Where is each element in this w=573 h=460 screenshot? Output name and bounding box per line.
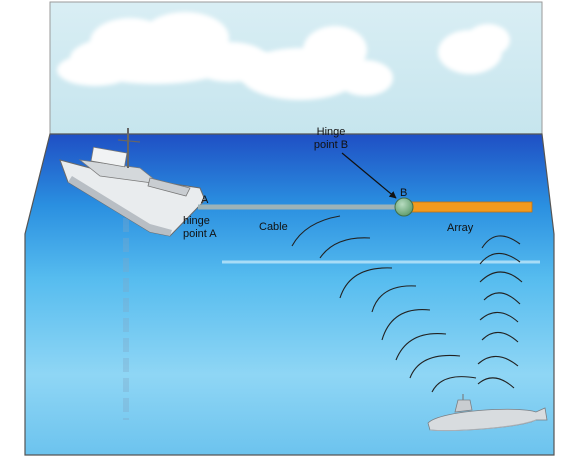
submarine-icon	[427, 394, 548, 432]
cable-label: Cable	[259, 221, 288, 233]
cloud-icon	[240, 26, 393, 100]
sonar-wave-icon	[339, 267, 393, 299]
sonar-wave-icon	[479, 252, 521, 265]
sonar-wave-icon	[481, 235, 521, 249]
hinge-point-b-icon	[394, 197, 414, 217]
sonar-wave-icon	[381, 309, 431, 341]
sonar-wave-icon	[479, 271, 523, 283]
hinge-point-a-label: hinge point A	[183, 215, 217, 240]
point-a-label: A	[201, 194, 209, 206]
sonar-wave-icon	[477, 377, 515, 389]
survey-ship-icon	[59, 128, 206, 237]
hinge-point-b-label: Hinge point B	[313, 126, 349, 151]
sonar-wave-icon	[371, 285, 417, 313]
sonar-wave-icon	[483, 292, 521, 305]
sonar-wave-icon	[477, 355, 519, 367]
sonar-wave-icon	[319, 237, 371, 259]
array-label: Array	[447, 222, 474, 234]
towed-array	[403, 201, 533, 213]
cloud-icon	[57, 12, 270, 86]
sonar-wave-icon	[395, 332, 447, 361]
point-b-label: B	[400, 187, 408, 199]
sonar-wave-icon	[409, 354, 461, 379]
hinge-b-pointer	[341, 152, 397, 199]
sonar-wave-icon	[291, 215, 341, 247]
sonar-wave-icon	[431, 376, 477, 393]
sonar-waves	[291, 215, 523, 393]
sonar-wave-icon	[479, 311, 519, 323]
cloud-icon	[438, 24, 510, 74]
sonar-wave-icon	[481, 331, 519, 343]
